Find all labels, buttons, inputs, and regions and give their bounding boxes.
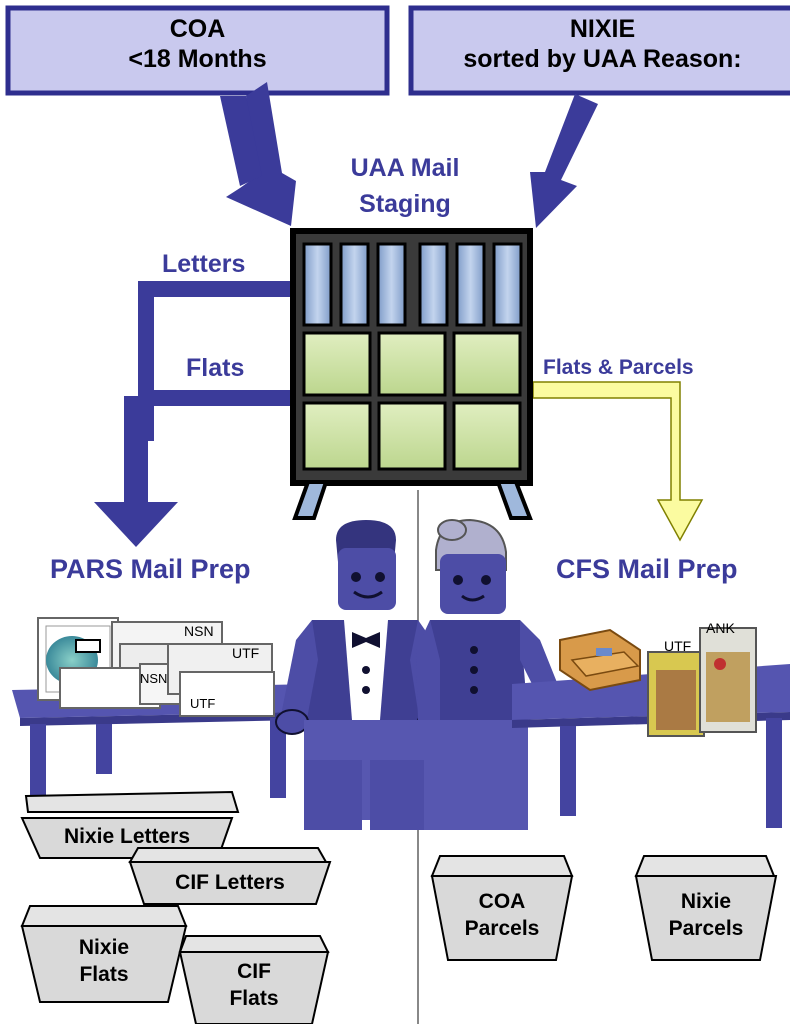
cif-flats-line2: Flats: [229, 987, 279, 1010]
clerk-figure: [416, 518, 560, 830]
pars-letter-stack: [37, 617, 275, 717]
nixie-flats-label: Nixie Flats: [22, 934, 186, 988]
pars-tag-nsn-2: NSN: [140, 671, 168, 686]
cfs-parcels: [559, 628, 641, 692]
tray-nixie-flats: [20, 905, 188, 1003]
staging-label: UAA Mail Staging: [305, 150, 505, 222]
coa-arrow: [220, 82, 296, 226]
tray-cif-flats: [178, 935, 330, 1024]
nixie-parcels-line1: Nixie: [680, 890, 732, 913]
tray-coa-parcels: [430, 855, 574, 961]
butler-figure: [275, 520, 451, 830]
pars-tag-nsn-1: NSN: [184, 623, 214, 639]
nixie-box-line1: NIXIE: [569, 15, 636, 43]
nixie-box-line2: sorted by UAA Reason:: [463, 45, 742, 73]
cif-flats-line1: CIF: [237, 960, 271, 983]
letters-flats-arrow: [94, 281, 298, 547]
nixie-arrow: [530, 94, 598, 228]
coa-box-line1: COA: [169, 15, 226, 43]
coa-parcels-label: COA Parcels: [432, 888, 572, 942]
staging-line2: Staging: [359, 190, 451, 218]
cif-letters-label: CIF Letters: [175, 871, 285, 894]
cif-flats-label: CIF Flats: [180, 958, 328, 1012]
nixie-flats-line2: Flats: [79, 963, 129, 986]
pars-tag-utf-1: UTF: [232, 645, 260, 661]
nixie-flats-line1: Nixie: [78, 936, 130, 959]
coa-box: [5, 5, 390, 96]
cfs-magazines: [647, 627, 757, 737]
letters-label: Letters: [162, 250, 246, 278]
tray-nixie-parcels: [634, 855, 778, 961]
coa-box-line2: <18 Months: [128, 45, 267, 73]
nixie-box: [408, 5, 790, 96]
flats-label: Flats: [186, 354, 245, 382]
nixie-letters-label: Nixie Letters: [63, 825, 191, 848]
flats-parcels-label: Flats & Parcels: [543, 356, 694, 379]
pars-station-title: PARS Mail Prep: [50, 554, 251, 584]
flats-parcels-arrow: [532, 381, 704, 542]
coa-parcels-line1: COA: [478, 890, 526, 913]
nixie-box-label: NIXIE sorted by UAA Reason:: [411, 14, 790, 74]
pars-tag-utf-2: UTF: [190, 696, 216, 711]
nixie-parcels-line2: Parcels: [668, 917, 744, 940]
cfs-tag-ank: ANK: [706, 620, 735, 636]
cfs-tag-utf: UTF: [664, 638, 692, 654]
cfs-station-title: CFS Mail Prep: [556, 554, 738, 584]
coa-box-label: COA <18 Months: [8, 14, 387, 74]
letter-bins: [302, 242, 523, 327]
staging-cabinet: [290, 228, 533, 520]
flat-bins: [302, 331, 522, 471]
coa-parcels-line2: Parcels: [464, 917, 540, 940]
staging-line1: UAA Mail: [350, 154, 460, 182]
nixie-parcels-label: Nixie Parcels: [636, 888, 776, 942]
tray-cif-letters: [128, 847, 332, 905]
